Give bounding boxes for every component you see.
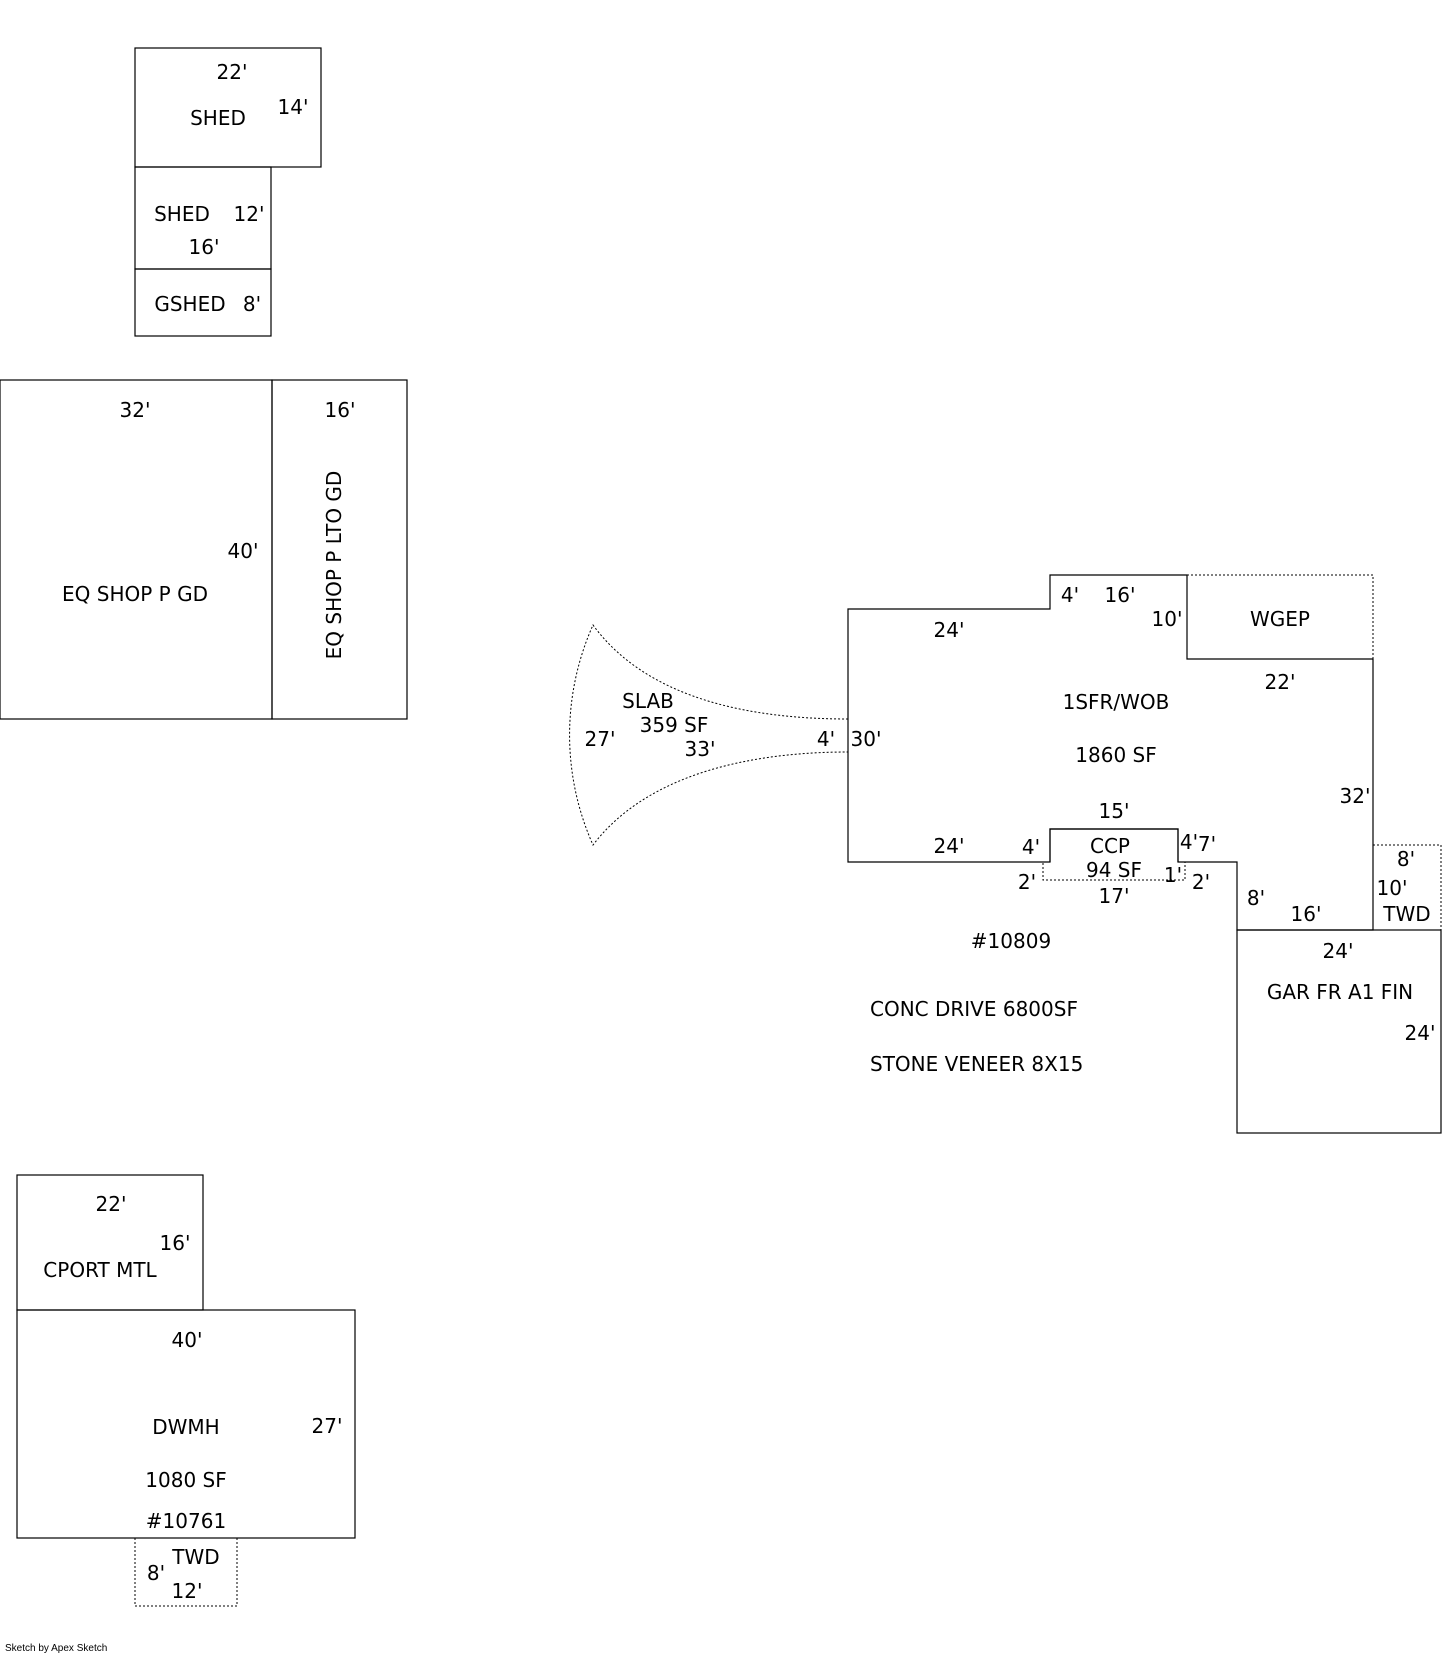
slab-name-label: SLAB [622, 689, 674, 713]
eq-shop-width-label: 32' [120, 398, 151, 422]
dwmh-outline [16, 1309, 356, 1539]
house-step-label: 4' [1061, 583, 1079, 607]
shed-name-label: SHED [190, 106, 246, 130]
carport-name-label: CPORT MTL [43, 1258, 157, 1282]
carport-width-label: 22' [96, 1192, 127, 1216]
dwmh-width-label: 40' [172, 1328, 203, 1352]
gshed-outline [134, 268, 272, 337]
garage-name-label: GAR FR A1 FIN [1267, 980, 1413, 1004]
shed-height-label: 14' [278, 95, 309, 119]
dwmh-twd-name-label: TWD [171, 1545, 219, 1569]
house-notch-label: 10' [1152, 607, 1183, 631]
eq-shop-lto-width-label: 16' [325, 398, 356, 422]
ccp-base-width-label: 17' [1099, 884, 1130, 908]
house-top-label: 24' [934, 618, 965, 642]
ccp-outline [1049, 828, 1179, 862]
eq-shop-lto-outline [271, 379, 408, 720]
concrete-drive-note: CONC DRIVE 6800SF [870, 997, 1078, 1021]
record-number: #10809 [971, 929, 1051, 953]
wgep-outline [1187, 574, 1374, 659]
shed-2-name-label: SHED [154, 202, 210, 226]
garage-step-label: 8' [1247, 886, 1265, 910]
carport-height-label: 16' [160, 1231, 191, 1255]
wgep-name-label: WGEP [1250, 607, 1310, 631]
ccp-left-label: 4' [1022, 835, 1040, 859]
shed-2-width-label: 16' [189, 235, 220, 259]
ccp-base-left-label: 2' [1018, 870, 1036, 894]
eq-shop-name-label: EQ SHOP P GD [62, 582, 208, 606]
ccp-name-label: CCP [1090, 834, 1130, 858]
stone-veneer-note: STONE VENEER 8X15 [870, 1052, 1083, 1076]
house-left-label: 30' [851, 727, 882, 751]
dwmh-twd-width-label: 12' [172, 1579, 203, 1603]
ccp-base-one-label: 1' [1164, 863, 1182, 887]
house-right-label: 32' [1340, 784, 1371, 808]
dwmh-area-label: 1080 SF [145, 1468, 226, 1492]
house-top-2-label: 16' [1105, 583, 1136, 607]
garage-width-label: 24' [1323, 939, 1354, 963]
house-bottom-label: 24' [934, 834, 965, 858]
dwmh-name-label: DWMH [152, 1415, 219, 1439]
shed-width-label: 22' [217, 60, 248, 84]
ccp-step-label: 7' [1198, 832, 1216, 856]
ccp-width-label: 15' [1099, 799, 1130, 823]
dwmh-number-label: #10761 [146, 1509, 226, 1533]
eq-shop-height-label: 40' [228, 539, 259, 563]
gshed-name-label: GSHED [154, 292, 225, 316]
wgep-width-label: 22' [1265, 670, 1296, 694]
ccp-right-label: 4' [1180, 830, 1198, 854]
garage-top-label: 16' [1291, 902, 1322, 926]
house-name-label: 1SFR/WOB [1063, 690, 1170, 714]
garage-outline [1236, 929, 1442, 1134]
dwmh-height-label: 27' [312, 1414, 343, 1438]
ccp-area-label: 94 SF [1086, 858, 1142, 882]
ccp-base-right-label: 2' [1192, 870, 1210, 894]
dwmh-twd-height-label: 8' [147, 1561, 165, 1585]
twd-name-label: TWD [1382, 902, 1430, 926]
slab-left-label: 27' [585, 727, 616, 751]
ccp-base-outline [1042, 861, 1186, 881]
twd-width-label: 8' [1397, 847, 1415, 871]
slab-area-label: 359 SF [640, 713, 709, 737]
sketch-credit: Sketch by Apex Sketch [5, 1643, 107, 1654]
gshed-height-label: 8' [243, 292, 261, 316]
garage-height-label: 24' [1405, 1021, 1436, 1045]
slab-length-label: 33' [685, 737, 716, 761]
dwmh-twd-outline [134, 1538, 238, 1607]
shed-2-height-label: 12' [234, 202, 265, 226]
twd-outline [1373, 844, 1442, 930]
twd-height-label: 10' [1377, 876, 1408, 900]
eq-shop-lto-name-label: EQ SHOP P LTO GD [322, 471, 346, 660]
slab-right-label: 4' [817, 727, 835, 751]
house-area-label: 1860 SF [1075, 743, 1156, 767]
